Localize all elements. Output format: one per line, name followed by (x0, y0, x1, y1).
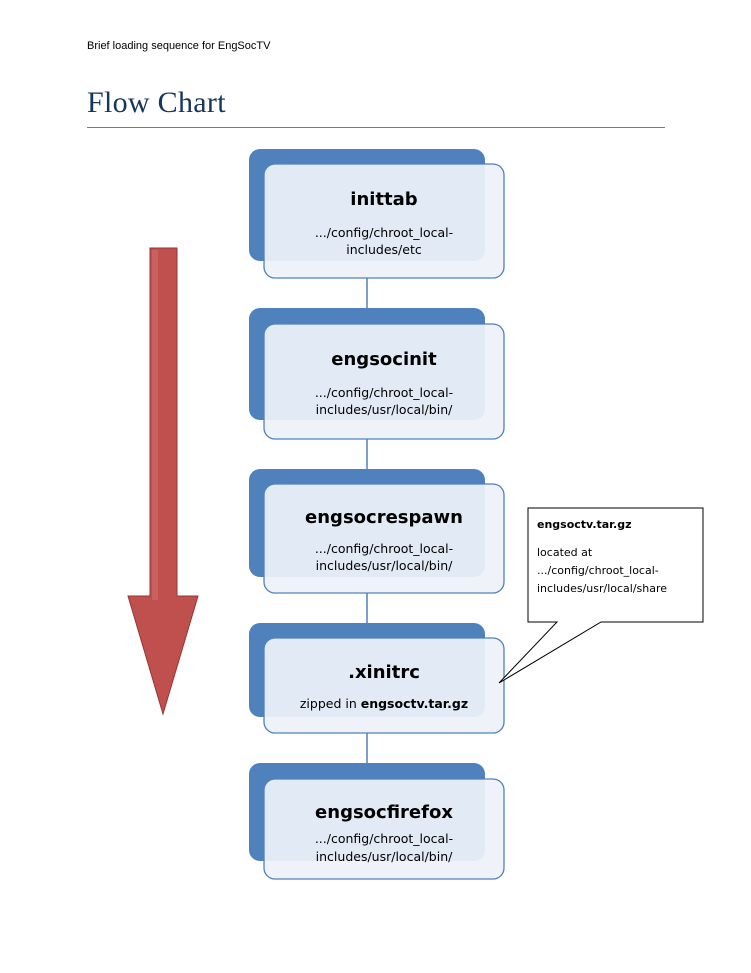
node-title: engsocfirefox (315, 802, 453, 823)
flow-node-engsocfirefox: engsocfirefox .../config/chroot_local- i… (249, 763, 505, 880)
node-zip-archive: engsoctv.tar.gz (361, 696, 468, 711)
callout-line3: includes/usr/local/share (537, 582, 668, 595)
callout-shape (498, 507, 704, 684)
node-path-line1: .../config/chroot_local- (315, 831, 453, 846)
document-header: Brief loading sequence for EngSocTV (87, 40, 271, 52)
page-title: Flow Chart (87, 86, 226, 119)
node-front-box (263, 778, 505, 880)
callout-line2: .../config/chroot_local- (537, 564, 659, 577)
downward-arrow-icon (127, 247, 199, 716)
node-path-line2: includes/usr/local/bin/ (316, 849, 453, 864)
node-title: engsocinit (331, 349, 437, 370)
callout-line1: located at (537, 546, 593, 559)
node-zip-line: zipped in engsoctv.tar.gz (300, 696, 468, 711)
node-title: engsocrespawn (305, 507, 463, 528)
node-path-line2: includes/usr/local/bin/ (316, 558, 453, 573)
callout-title: engsoctv.tar.gz (537, 518, 632, 531)
node-zip-prefix: zipped in (300, 696, 361, 711)
flow-node-engsocinit: engsocinit .../config/chroot_local- incl… (249, 308, 505, 440)
title-divider (87, 127, 665, 128)
node-path-line2: includes/usr/local/bin/ (316, 402, 453, 417)
node-title: inittab (350, 189, 418, 210)
flow-node-xinitrc: .xinitrc zipped in engsoctv.tar.gz (249, 623, 505, 734)
node-path-line1: .../config/chroot_local- (315, 541, 453, 556)
node-path-line1: .../config/chroot_local- (315, 225, 453, 240)
node-path-line2: includes/etc (346, 242, 422, 257)
node-front-box (263, 323, 505, 440)
node-title: .xinitrc (348, 662, 420, 683)
node-front-box (263, 637, 505, 734)
callout-note: engsoctv.tar.gz located at .../config/ch… (528, 508, 703, 622)
node-path-line1: .../config/chroot_local- (315, 385, 453, 400)
node-front-box (263, 483, 505, 594)
flow-node-inittab: inittab .../config/chroot_local- include… (249, 149, 505, 279)
flow-node-engsocrespawn: engsocrespawn .../config/chroot_local- i… (249, 469, 505, 594)
node-front-box (263, 163, 505, 279)
